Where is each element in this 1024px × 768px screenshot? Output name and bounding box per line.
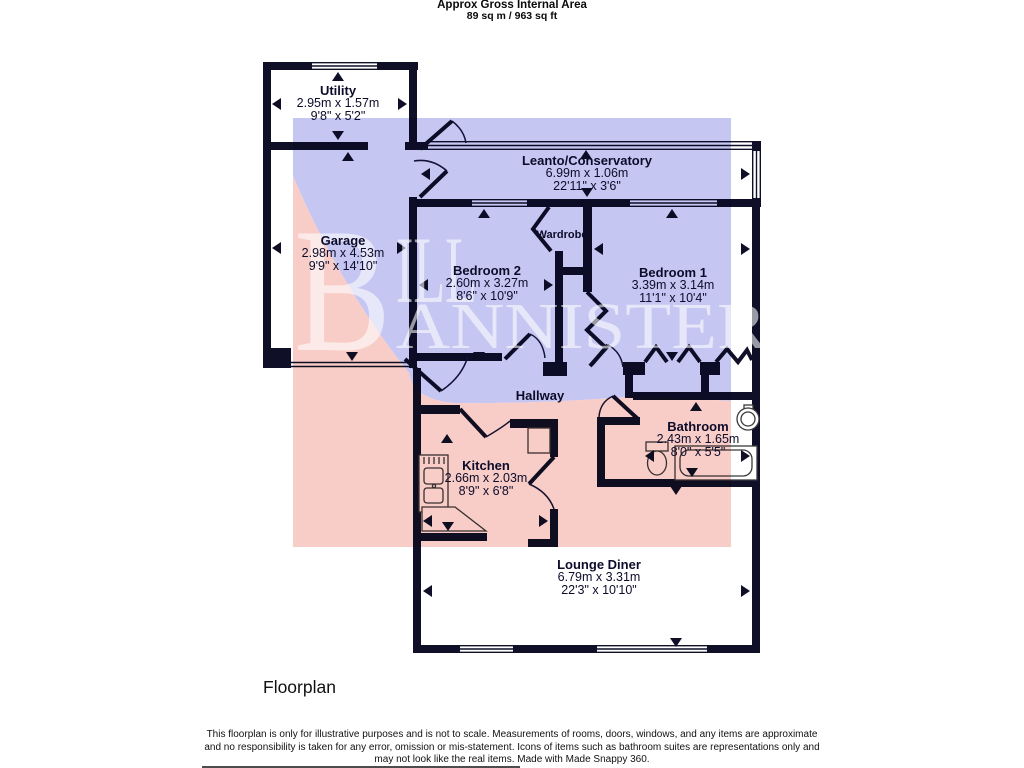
floorplan-caption: Floorplan [263,677,336,697]
watermark-initial: B [294,191,391,389]
watermark-top-word: ILL [396,217,477,323]
hallway-label: Hallway [515,388,565,403]
shading [293,118,731,547]
window-lounge-bottom-1 [460,645,513,653]
disclaimer-line1: This floorplan is only for illustrative … [206,729,818,740]
window-leanto-right [752,151,761,198]
wardrobe-label: Wardrobe [536,229,588,241]
disclaimer-line3: may not look like the real items. Made w… [374,754,650,766]
title-line1: Approx Gross Internal Area [437,0,587,11]
room-label-bedroom1: Bedroom 1 3.39m x 3.14m 11'1" x 10'4" [631,265,715,305]
room-label-utility: Utility 2.95m x 1.57m 9'8" x 5'2" [296,83,380,123]
disclaimer: This floorplan is only for illustrative … [0,729,1024,767]
room-label-kitchen: Kitchen 2.66m x 2.03m 8'9" x 6'8" [444,458,528,498]
basin [736,404,760,431]
shade-pink [293,176,731,547]
page-title: Approx Gross Internal Area 89 sq m / 963… [0,0,1024,22]
room-label-garage: Garage 2.98m x 4.53m 9'9" x 14'10" [301,233,385,273]
window-utility-top [312,62,377,71]
watermark-bottom-word: ANNISTER [396,290,767,363]
room-label-bedroom2: Bedroom 2 2.60m x 3.27m 8'6" x 10'9" [445,263,529,303]
shade-blue [293,118,731,404]
window-lounge-bottom-2 [597,645,707,653]
room-label-bathroom: Bathroom 2.43m x 1.65m 8'0" x 5'5" [656,419,740,459]
watermark: B ILL ANNISTER [294,191,767,389]
room-label-leanto: Leanto/Conservatory 6.99m x 1.06m 22'11"… [521,153,653,193]
title-line2: 89 sq m / 963 sq ft [466,10,558,22]
room-label-lounge: Lounge Diner 6.79m x 3.31m 22'3" x 10'10… [557,557,641,597]
disclaimer-line2: and no responsibility is taken for any e… [204,741,820,753]
bottom-edge-line [202,766,520,768]
